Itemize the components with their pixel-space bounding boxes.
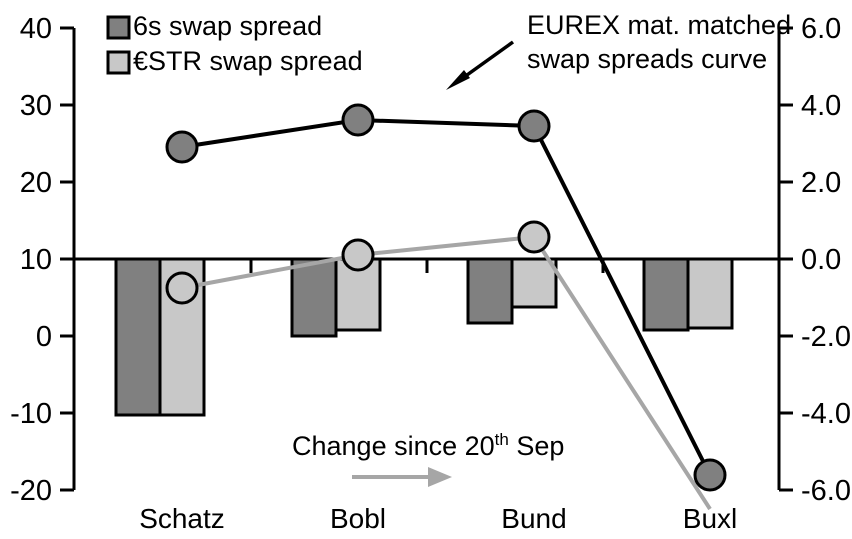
- left-tick-label: 20: [20, 167, 52, 199]
- chart-legend: 6s swap spread €STR swap spread: [106, 11, 363, 76]
- data-point-marker: [517, 220, 551, 254]
- bar-group-buxl: [642, 257, 734, 332]
- bar-6s-schatz: [114, 257, 162, 417]
- category-label-bobl: Bobl: [330, 503, 386, 534]
- annotation-change-suffix: Sep: [509, 431, 565, 461]
- bar-estr-bund: [510, 257, 558, 309]
- annotation-change-since: Change since 20th Sep: [292, 430, 564, 487]
- legend-label-estr: €STR swap spread: [133, 46, 363, 76]
- data-point-marker: [693, 458, 727, 492]
- right-axis-ticks: [779, 26, 793, 492]
- data-point-marker: [165, 130, 199, 164]
- bar-6s-buxl: [642, 257, 690, 332]
- annotation-change-prefix: Change since 20: [292, 431, 495, 461]
- series-change-since-sep: [165, 220, 712, 511]
- right-tick-label: -2.0: [801, 321, 851, 353]
- left-tick-label: 10: [20, 244, 52, 276]
- annotation-change-text: Change since 20th Sep: [292, 430, 564, 461]
- annotation-eurex-line2: swap spreads curve: [527, 44, 767, 74]
- data-point-marker: [341, 103, 375, 137]
- bar-estr-buxl: [686, 257, 734, 330]
- category-label-bund: Bund: [501, 503, 566, 534]
- right-axis-tick-labels: 6.0 4.0 2.0 0.0 -2.0 -4.0 -6.0: [801, 13, 851, 507]
- annotation-arrow-right-icon: [352, 467, 452, 487]
- legend-label-6s: 6s swap spread: [133, 11, 322, 41]
- right-tick-label: 2.0: [801, 167, 841, 199]
- right-tick-label: 4.0: [801, 90, 841, 122]
- annotation-eurex: EUREX mat. matched swap spreads curve: [446, 10, 791, 90]
- left-axis-tick-labels: 40 30 20 10 0 -10 -20: [10, 13, 52, 507]
- bar-6s-bobl: [290, 257, 338, 338]
- right-axis: 6.0 4.0 2.0 0.0 -2.0 -4.0 -6.0: [777, 13, 851, 507]
- bar-estr-bobl: [334, 257, 382, 332]
- category-label-buxl: Buxl: [683, 503, 737, 534]
- left-tick-label: -10: [10, 398, 52, 430]
- left-tick-label: 40: [20, 13, 52, 45]
- bar-group-bund: [466, 257, 558, 325]
- left-tick-label: -20: [10, 475, 52, 507]
- bar-6s-bund: [466, 257, 514, 325]
- right-tick-label: -6.0: [801, 475, 851, 507]
- annotation-change-superscript: th: [495, 430, 509, 449]
- bar-group-bobl: [290, 257, 382, 338]
- right-tick-label: -4.0: [801, 398, 851, 430]
- legend-item-6s[interactable]: 6s swap spread: [106, 11, 322, 41]
- annotation-eurex-line1: EUREX mat. matched: [527, 10, 791, 40]
- category-label-schatz: Schatz: [139, 503, 225, 534]
- legend-swatch-estr-icon: [106, 50, 131, 75]
- left-axis: 40 30 20 10 0 -10 -20: [10, 13, 76, 507]
- data-point-marker: [517, 109, 551, 143]
- right-tick-label: 6.0: [801, 13, 841, 45]
- left-tick-label: 30: [20, 90, 52, 122]
- legend-swatch-6s-icon: [106, 15, 131, 40]
- annotation-arrow-down-left-icon: [446, 40, 515, 90]
- left-axis-ticks: [60, 26, 74, 492]
- right-tick-label: 0.0: [801, 244, 841, 276]
- data-point-marker: [341, 238, 375, 272]
- category-labels: Schatz Bobl Bund Buxl: [139, 503, 737, 534]
- left-tick-label: 0: [36, 321, 52, 353]
- series-eurex-curve: [165, 103, 727, 492]
- data-point-marker: [165, 271, 199, 305]
- legend-item-estr[interactable]: €STR swap spread: [106, 46, 363, 76]
